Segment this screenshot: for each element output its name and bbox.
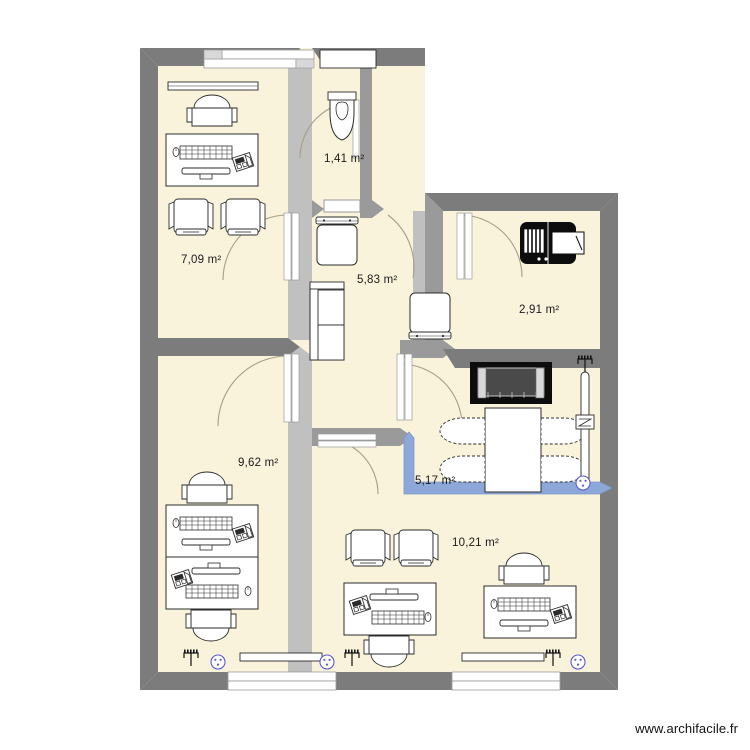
armchair-b bbox=[393, 529, 439, 567]
dining-chairs bbox=[439, 417, 587, 483]
door-hall-right bbox=[387, 214, 415, 279]
desk-top bbox=[165, 504, 259, 558]
windows[interactable] bbox=[167, 49, 561, 691]
armchair-a bbox=[345, 529, 391, 567]
area-label-room-utility: 2,91 m² bbox=[519, 304, 560, 316]
outlet-962 bbox=[210, 654, 226, 670]
furniture-kitchen[interactable] bbox=[439, 354, 595, 493]
window-bottom-right bbox=[451, 652, 561, 691]
window-bottom-left bbox=[227, 652, 337, 691]
washing-machine bbox=[520, 222, 585, 264]
armchair-hall-bottom bbox=[408, 292, 452, 340]
door-kitchen bbox=[396, 353, 463, 427]
window-top bbox=[203, 49, 315, 69]
door-utility bbox=[456, 212, 523, 280]
doors[interactable] bbox=[217, 99, 523, 495]
door-room-1021 bbox=[317, 433, 379, 495]
radiator-top-left bbox=[167, 81, 259, 91]
area-label-room-hall: 5,83 m² bbox=[357, 274, 398, 286]
furniture-room-962[interactable] bbox=[165, 471, 259, 670]
toilet bbox=[327, 91, 357, 141]
desk-left bbox=[343, 582, 437, 636]
dining-table bbox=[484, 407, 542, 493]
area-label-room-1021: 10,21 m² bbox=[452, 537, 499, 549]
area-label-room-709: 7,09 m² bbox=[181, 254, 222, 266]
armchair-2 bbox=[220, 198, 266, 236]
radiator-kitchen bbox=[575, 371, 595, 483]
furniture-wc[interactable] bbox=[327, 91, 357, 141]
door-room-7 bbox=[222, 212, 300, 281]
sofa bbox=[309, 281, 345, 361]
couch bbox=[470, 362, 552, 404]
window-wc bbox=[319, 49, 377, 69]
outlet-1021-left bbox=[319, 654, 335, 670]
armchair-hall-top bbox=[315, 216, 359, 266]
outlet-1021-right bbox=[570, 654, 586, 670]
watermark-archifacile: www.archifacile.fr bbox=[635, 721, 738, 736]
furniture-hall[interactable] bbox=[309, 216, 452, 361]
selected-wall[interactable] bbox=[403, 431, 613, 495]
area-label-room-wc: 1,41 m² bbox=[324, 153, 365, 165]
armchair-1 bbox=[168, 198, 214, 236]
desk-bottom bbox=[165, 556, 259, 610]
area-label-room-962: 9,62 m² bbox=[238, 457, 279, 469]
desk bbox=[165, 133, 259, 187]
furniture-utility[interactable] bbox=[520, 222, 585, 264]
desk-right bbox=[483, 585, 577, 639]
outlet-kitchen bbox=[575, 475, 591, 491]
furniture-room-1021[interactable] bbox=[319, 529, 586, 670]
area-label-room-kitchen: 5,17 m² bbox=[415, 475, 456, 487]
furniture-room-709[interactable] bbox=[165, 94, 266, 236]
door-room-962 bbox=[217, 353, 300, 427]
